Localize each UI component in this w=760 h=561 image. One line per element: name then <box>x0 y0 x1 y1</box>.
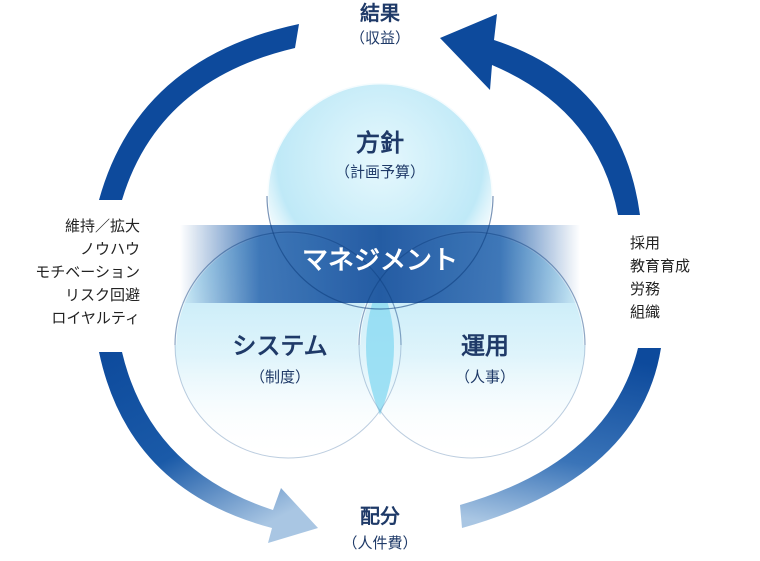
right-list-item: 採用 <box>630 234 661 252</box>
left-factor-list: 維持／拡大 ノウハウ モチベーション リスク回避 ロイヤルティ <box>35 215 140 330</box>
management-band <box>180 225 580 303</box>
circle-policy-label: 方針 （計画予算） <box>300 130 460 181</box>
management-band-label: マネジメント <box>301 246 458 276</box>
overlap-lens <box>366 282 394 415</box>
node-result-title: 結果 <box>360 1 400 25</box>
circle-system-sub: （制度） <box>249 368 310 387</box>
arrow-to-allocation <box>99 352 318 543</box>
circle-operation-sub: （人事） <box>454 368 515 387</box>
node-allocation-sub: （人件費） <box>342 534 418 552</box>
circle-operation-label: 運用 （人事） <box>400 333 570 386</box>
left-list-item: モチベーション <box>35 263 140 281</box>
circle-system-label: システム （制度） <box>190 333 370 386</box>
circle-operation-title: 運用 <box>461 332 509 360</box>
circle-policy-sub: （計画予算） <box>334 163 425 182</box>
left-list-item: ロイヤルティ <box>51 309 140 327</box>
arc-top-left <box>99 24 299 200</box>
node-allocation-title: 配分 <box>360 504 400 528</box>
node-result-sub: （収益） <box>349 29 410 47</box>
left-list-item: 維持／拡大 <box>64 217 140 235</box>
arc-bottom-right <box>460 348 661 528</box>
right-list-item: 組織 <box>630 303 661 321</box>
left-list-item: リスク回避 <box>64 286 140 304</box>
right-list-item: 労務 <box>630 280 661 298</box>
arrow-to-result <box>440 14 640 215</box>
node-result: 結果 （収益） <box>320 2 440 47</box>
node-allocation: 配分 （人件費） <box>320 505 440 552</box>
circle-policy-title: 方針 <box>356 129 404 157</box>
right-list-item: 教育育成 <box>630 257 691 275</box>
circle-system-title: システム <box>232 332 328 360</box>
right-factor-list: 採用 教育育成 労務 組織 <box>630 232 690 324</box>
left-list-item: ノウハウ <box>79 240 140 258</box>
